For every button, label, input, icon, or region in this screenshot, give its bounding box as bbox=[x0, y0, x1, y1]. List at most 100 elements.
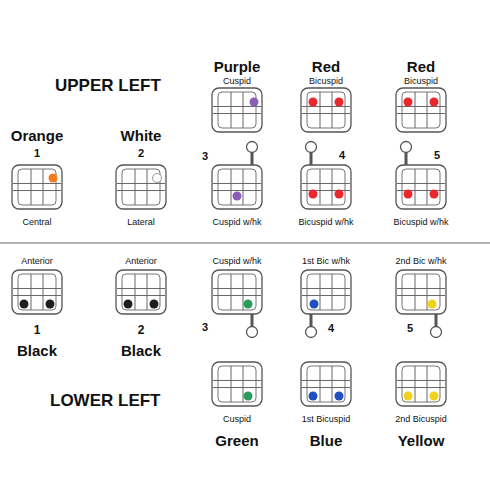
color-heading: Yellow bbox=[398, 433, 445, 448]
bracket-node: 1st BicuspidBlue bbox=[286, 360, 366, 451]
tooth-label: Anterior bbox=[21, 257, 53, 266]
tooth-label: Cuspid w/hk bbox=[212, 257, 261, 266]
bracket-node: Orange1Central bbox=[0, 124, 77, 233]
bracket-node: CuspidGreen bbox=[197, 360, 277, 451]
tooth-label: Bicuspid w/hk bbox=[298, 218, 353, 227]
bracket-node: Anterior2Black bbox=[101, 250, 181, 361]
color-dot bbox=[430, 98, 439, 107]
bracket-pad bbox=[402, 92, 440, 128]
vertical-slot bbox=[43, 274, 44, 310]
vertical-slot bbox=[320, 274, 321, 310]
bracket-figure bbox=[396, 362, 446, 406]
color-dot bbox=[46, 300, 55, 309]
bracket-figure bbox=[301, 142, 351, 210]
bracket-pad bbox=[218, 274, 256, 310]
color-dot bbox=[124, 300, 133, 309]
color-heading: 3 bbox=[202, 322, 208, 333]
bracket-node: 3Cuspid w/hk bbox=[165, 140, 277, 233]
archwire-slot bbox=[397, 387, 445, 388]
bracket-node: 4Bicuspid w/hk bbox=[286, 140, 382, 233]
color-dot bbox=[233, 192, 242, 201]
tooth-label: Cuspid bbox=[223, 415, 251, 424]
tooth-label: 1st Bic w/hk bbox=[302, 257, 350, 266]
archwire-slot bbox=[302, 387, 350, 388]
archwire-slot bbox=[397, 380, 445, 381]
bracket-figure bbox=[12, 165, 62, 209]
bracket-outline bbox=[301, 362, 351, 406]
archwire-slot bbox=[302, 380, 350, 381]
bracket-pad bbox=[402, 169, 440, 205]
color-dot bbox=[404, 392, 413, 401]
color-dot bbox=[244, 392, 253, 401]
vertical-slot bbox=[135, 274, 136, 310]
color-heading: Orange bbox=[11, 128, 64, 143]
color-dot bbox=[428, 300, 437, 309]
color-dot bbox=[404, 190, 413, 199]
color-dot bbox=[310, 300, 319, 309]
color-dot bbox=[309, 190, 318, 199]
bracket-outline bbox=[12, 165, 62, 209]
vertical-slot bbox=[427, 92, 428, 128]
tooth-label: Bicuspid bbox=[309, 77, 343, 86]
color-heading: 2 bbox=[138, 324, 145, 336]
archwire-slot bbox=[213, 183, 261, 184]
vertical-slot bbox=[415, 366, 416, 402]
color-dot bbox=[430, 392, 439, 401]
color-dot bbox=[335, 392, 344, 401]
archwire-slot bbox=[13, 183, 61, 184]
tooth-label: 2nd Bicuspid bbox=[395, 415, 447, 424]
color-heading: 1 bbox=[34, 324, 41, 336]
bracket-node: RedBicuspid bbox=[286, 55, 366, 134]
tooth-label: 2nd Bic w/hk bbox=[395, 257, 446, 266]
bracket-figure bbox=[212, 142, 262, 210]
bracket-figure bbox=[212, 362, 262, 406]
bracket-node: 1st Bic w/hk4 bbox=[286, 250, 371, 339]
vertical-slot bbox=[415, 92, 416, 128]
bracket-outline bbox=[212, 88, 262, 132]
archwire-slot bbox=[397, 295, 445, 296]
color-heading: Red bbox=[407, 59, 435, 74]
vertical-slot bbox=[135, 169, 136, 205]
vertical-slot bbox=[427, 366, 428, 402]
archwire-slot bbox=[117, 295, 165, 296]
archwire-slot bbox=[302, 295, 350, 296]
vertical-slot bbox=[415, 274, 416, 310]
hook-ball bbox=[401, 142, 412, 153]
archwire-slot bbox=[397, 106, 445, 107]
archwire-slot bbox=[117, 288, 165, 289]
bracket-figure bbox=[396, 142, 446, 210]
bracket-figure bbox=[396, 88, 446, 132]
archwire-slot bbox=[13, 190, 61, 191]
archwire-slot bbox=[213, 288, 261, 289]
bracket-pad bbox=[218, 366, 256, 402]
bracket-pad bbox=[18, 274, 56, 310]
color-heading: Blue bbox=[310, 433, 343, 448]
vertical-slot bbox=[243, 169, 244, 205]
tooth-label: Lateral bbox=[127, 218, 155, 227]
bracket-node: White2Lateral bbox=[101, 124, 181, 233]
bracket-outline bbox=[396, 362, 446, 406]
bracket-outline bbox=[396, 270, 446, 314]
hook-stem bbox=[405, 152, 408, 165]
vertical-slot bbox=[332, 366, 333, 402]
archwire-slot bbox=[397, 288, 445, 289]
archwire-slot bbox=[302, 183, 350, 184]
color-dot bbox=[244, 300, 253, 309]
bracket-outline bbox=[301, 270, 351, 314]
hook-ball bbox=[431, 327, 442, 338]
color-heading: 5 bbox=[434, 150, 440, 161]
color-dot bbox=[309, 392, 318, 401]
vertical-slot bbox=[243, 366, 244, 402]
color-heading: Green bbox=[215, 433, 258, 448]
bracket-pad bbox=[122, 274, 160, 310]
hook-stem bbox=[310, 314, 313, 327]
color-heading: Black bbox=[121, 343, 161, 358]
bracket-outline bbox=[212, 270, 262, 314]
hook-ball bbox=[247, 327, 258, 338]
bracket-pad bbox=[402, 366, 440, 402]
bracket-node: 2nd BicuspidYellow bbox=[381, 360, 461, 451]
bracket-pad bbox=[18, 169, 56, 205]
color-heading: Red bbox=[312, 59, 340, 74]
arch-heading: UPPER LEFT bbox=[55, 77, 161, 94]
bracket-node: Cuspid w/hk 3 bbox=[165, 250, 277, 339]
